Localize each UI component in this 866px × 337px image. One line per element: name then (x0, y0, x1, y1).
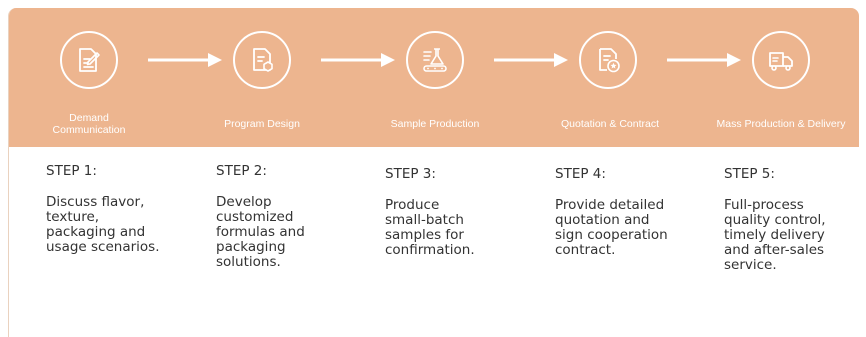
process-panel: Demand Communication Program Design Samp… (8, 8, 859, 337)
step-1-title: Demand Communication (52, 112, 126, 136)
step-3-title: Sample Production (390, 118, 480, 130)
step-5-title: Mass Production & Delivery (716, 118, 846, 130)
step-2-label: STEP 2: (216, 163, 267, 179)
arrow-3 (494, 52, 568, 68)
step-4-description: Provide detailed quotation and sign coop… (555, 197, 668, 258)
arrow-4 (667, 52, 741, 68)
process-banner: Demand Communication Program Design Samp… (9, 8, 859, 147)
flask-production-icon (423, 48, 447, 72)
step-5-label: STEP 5: (724, 166, 775, 182)
step-4-title: Quotation & Contract (560, 118, 660, 130)
step-3-description: Produce small-batch samples for confirma… (385, 197, 475, 258)
step-4-circle (579, 31, 637, 89)
step-4-label: STEP 4: (555, 166, 606, 182)
step-1-description: Discuss flavor, texture, packaging and u… (46, 194, 160, 255)
step-5-description: Full-process quality control, timely del… (724, 197, 826, 273)
step-2-circle (233, 31, 291, 89)
step-5-circle (752, 31, 810, 89)
document-hexagon-icon (253, 48, 273, 72)
step-2-description: Develop customized formulas and packagin… (216, 194, 305, 270)
step-3-circle (406, 31, 464, 89)
step-1-label: STEP 1: (46, 163, 97, 179)
delivery-truck-icon (769, 52, 793, 71)
arrow-1 (148, 52, 222, 68)
step-2-title: Program Design (224, 118, 300, 130)
arrow-2 (321, 52, 395, 68)
step-1-circle (60, 31, 118, 89)
contract-star-icon (599, 48, 620, 73)
document-edit-icon (79, 48, 100, 72)
step-3-label: STEP 3: (385, 166, 436, 182)
